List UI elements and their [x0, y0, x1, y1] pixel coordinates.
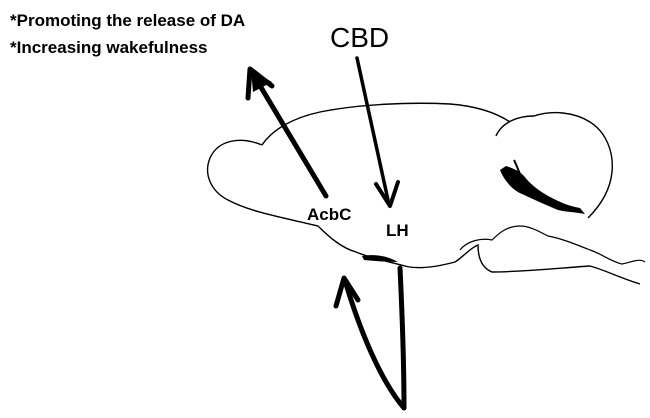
fourth-ventricle: [500, 166, 585, 214]
effect-dopamine-release: *Promoting the release of DA: [10, 11, 246, 30]
arrow-cbd-to-lh: [355, 56, 390, 202]
label-lh: LH: [386, 221, 409, 240]
effect-wakefulness: *Increasing wakefulness: [10, 38, 208, 57]
cortex-lower-contour: [459, 225, 646, 265]
loop-arrow: [343, 265, 407, 411]
ventricle-inner: [513, 159, 527, 187]
loop-arrowhead: [333, 275, 361, 309]
cortex-dorsal-outline: [261, 102, 511, 146]
brain-outline: [206, 139, 641, 285]
cerebellum-outline: [495, 111, 613, 219]
arrow-acbc-to-effects: [250, 71, 329, 199]
arrowhead-lh: [374, 180, 400, 208]
ventral-mark: [362, 255, 398, 262]
label-cbd: CBD: [330, 22, 390, 53]
label-acbc: AcbC: [307, 205, 352, 224]
